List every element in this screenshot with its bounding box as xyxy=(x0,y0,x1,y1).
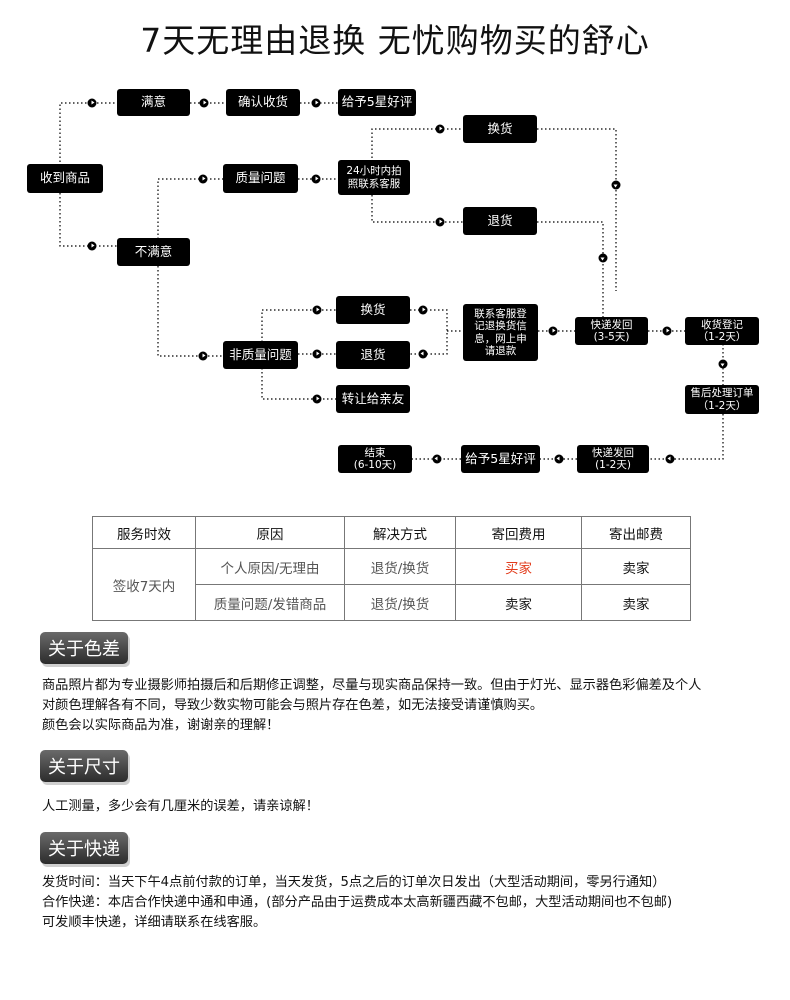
node-ship-back: 快递发回 (3-5天) xyxy=(575,317,648,345)
page-title: 7天无理由退换 无忧购物买的舒心 xyxy=(140,21,650,60)
text-line: 发货时间：当天下午4点前付款的订单，当天发货，5点之后的订单次日发出（大型活动期… xyxy=(42,875,666,890)
connector-return-down xyxy=(537,221,604,317)
node-contact-24h: 24小时内拍 照联系客服 xyxy=(338,160,410,195)
arrow-dot xyxy=(435,124,445,134)
table-row: 质量问题/发错商品 退货/换货 卖家 卖家 xyxy=(93,584,691,621)
arrow-dot xyxy=(665,454,675,464)
connector-nonquality-transfer xyxy=(261,368,336,400)
section-text-delivery: 发货时间：当天下午4点前付款的订单，当天发货，5点之后的订单次日发出（大型活动期… xyxy=(42,873,782,933)
connector-contact-exchange xyxy=(371,128,463,162)
connector-receive-unsatisfied xyxy=(59,193,117,247)
arrow-dot xyxy=(435,217,445,227)
node-ship-return: 快递发回 (1-2天) xyxy=(577,445,649,473)
table-cell: 卖家 xyxy=(581,584,691,621)
table-header: 服务时效 xyxy=(92,516,196,549)
node-unsatisfied: 不满意 xyxy=(117,238,190,266)
node-satisfied: 满意 xyxy=(117,89,190,116)
section-title-color: 关于色差 xyxy=(40,632,128,664)
node-after-sales: 售后处理订单 （1-2天） xyxy=(685,385,759,414)
arrow-dot xyxy=(418,349,428,359)
arrow-dot xyxy=(198,174,208,184)
table-cell: 卖家 xyxy=(455,584,582,621)
table-cell: 退货/换货 xyxy=(344,548,456,585)
arrow-dot xyxy=(199,98,209,108)
node-exchange-mid: 换货 xyxy=(336,296,410,324)
node-end: 结束 (6-10天) xyxy=(338,445,412,473)
connector-unsatisfied-nonquality xyxy=(157,266,223,357)
connector-receive-satisfied xyxy=(59,102,117,166)
table-row: 签收7天内 个人原因/无理由 退货/换货 买家 卖家 xyxy=(92,548,691,621)
table-header: 寄出邮费 xyxy=(581,516,691,549)
table-header: 解决方式 xyxy=(344,516,456,549)
text-line: 颜色会以实际商品为准，谢谢亲的理解！ xyxy=(42,718,280,733)
arrow-dot xyxy=(548,326,558,336)
node-non-quality-issue: 非质量问题 xyxy=(223,341,298,369)
arrow-dot xyxy=(87,241,97,251)
table-cell: 个人原因/无理由 xyxy=(195,548,345,585)
arrow-dot xyxy=(87,98,97,108)
arrow-dot xyxy=(418,305,428,315)
arrow-dot xyxy=(312,394,322,404)
connector-unsatisfied-quality xyxy=(157,178,223,239)
table-cell: 退货/换货 xyxy=(344,584,456,621)
node-register-receipt: 收货登记 （1-2天） xyxy=(685,317,759,345)
node-five-star-top: 给予5星好评 xyxy=(338,89,416,116)
table-header: 寄回费用 xyxy=(455,516,582,549)
node-confirm-receipt: 确认收货 xyxy=(226,89,300,116)
node-receive-goods: 收到商品 xyxy=(27,164,103,193)
node-exchange-top: 换货 xyxy=(463,115,537,143)
text-line: 可发顺丰快递，详细请联系在线客服。 xyxy=(42,915,267,930)
table-header-row: 服务时效 原因 解决方式 寄回费用 寄出邮费 xyxy=(92,516,691,549)
text-line: 对颜色理解各有不同，导致少数实物可能会与照片存在色差，如无法接受请谨慎购买。 xyxy=(42,698,544,713)
table-cell: 质量问题/发错商品 xyxy=(195,584,345,621)
connector-contact-return xyxy=(371,195,463,223)
connector-nonquality-exchange xyxy=(261,309,336,342)
arrow-dot xyxy=(312,305,322,315)
arrow-dot xyxy=(611,180,621,190)
arrow-dot xyxy=(662,326,672,336)
node-five-star-bottom: 给予5星好评 xyxy=(461,445,540,473)
arrow-dot xyxy=(198,351,208,361)
node-transfer: 转让给亲友 xyxy=(336,385,410,413)
arrow-dot xyxy=(312,349,322,359)
connector-aftersales-shipreturn xyxy=(649,414,724,460)
text-line: 商品照片都为专业摄影师拍摄后和后期修正调整，尽量与现实商品保持一致。但由于灯光、… xyxy=(42,678,702,693)
arrow-dot xyxy=(554,454,564,464)
text-line: 人工测量，多少会有几厘米的误差，请亲谅解！ xyxy=(42,799,319,814)
arrow-dot xyxy=(311,98,321,108)
node-quality-issue: 质量问题 xyxy=(223,164,298,193)
connector-options-contact xyxy=(410,309,448,355)
section-text-size: 人工测量，多少会有几厘米的误差，请亲谅解！ xyxy=(42,797,782,817)
table-cell-highlight: 买家 xyxy=(455,548,582,585)
table-header: 原因 xyxy=(195,516,345,549)
arrow-dot xyxy=(598,253,608,263)
connector-exchange-down xyxy=(537,128,617,291)
table-cell-period: 签收7天内 xyxy=(92,548,196,621)
section-title-delivery: 关于快递 xyxy=(40,832,128,864)
text-line: 合作快递：本店合作快递中通和申通，(部分产品由于运费成本太高新疆西藏不包邮，大型… xyxy=(42,895,673,910)
node-return-mid: 退货 xyxy=(336,341,410,369)
section-text-color: 商品照片都为专业摄影师拍摄后和后期修正调整，尽量与现实商品保持一致。但由于灯光、… xyxy=(42,676,782,736)
arrow-dot xyxy=(432,454,442,464)
node-contact-cs: 联系客服登 记退换货信 息，网上申 请退款 xyxy=(463,304,538,361)
node-return-top: 退货 xyxy=(463,207,537,235)
service-table: 服务时效 原因 解决方式 寄回费用 寄出邮费 签收7天内 个人原因/无理由 退货… xyxy=(92,516,691,621)
table-cell: 卖家 xyxy=(581,548,691,585)
arrow-dot xyxy=(718,359,728,369)
section-title-size: 关于尺寸 xyxy=(40,750,128,782)
arrow-dot xyxy=(311,174,321,184)
